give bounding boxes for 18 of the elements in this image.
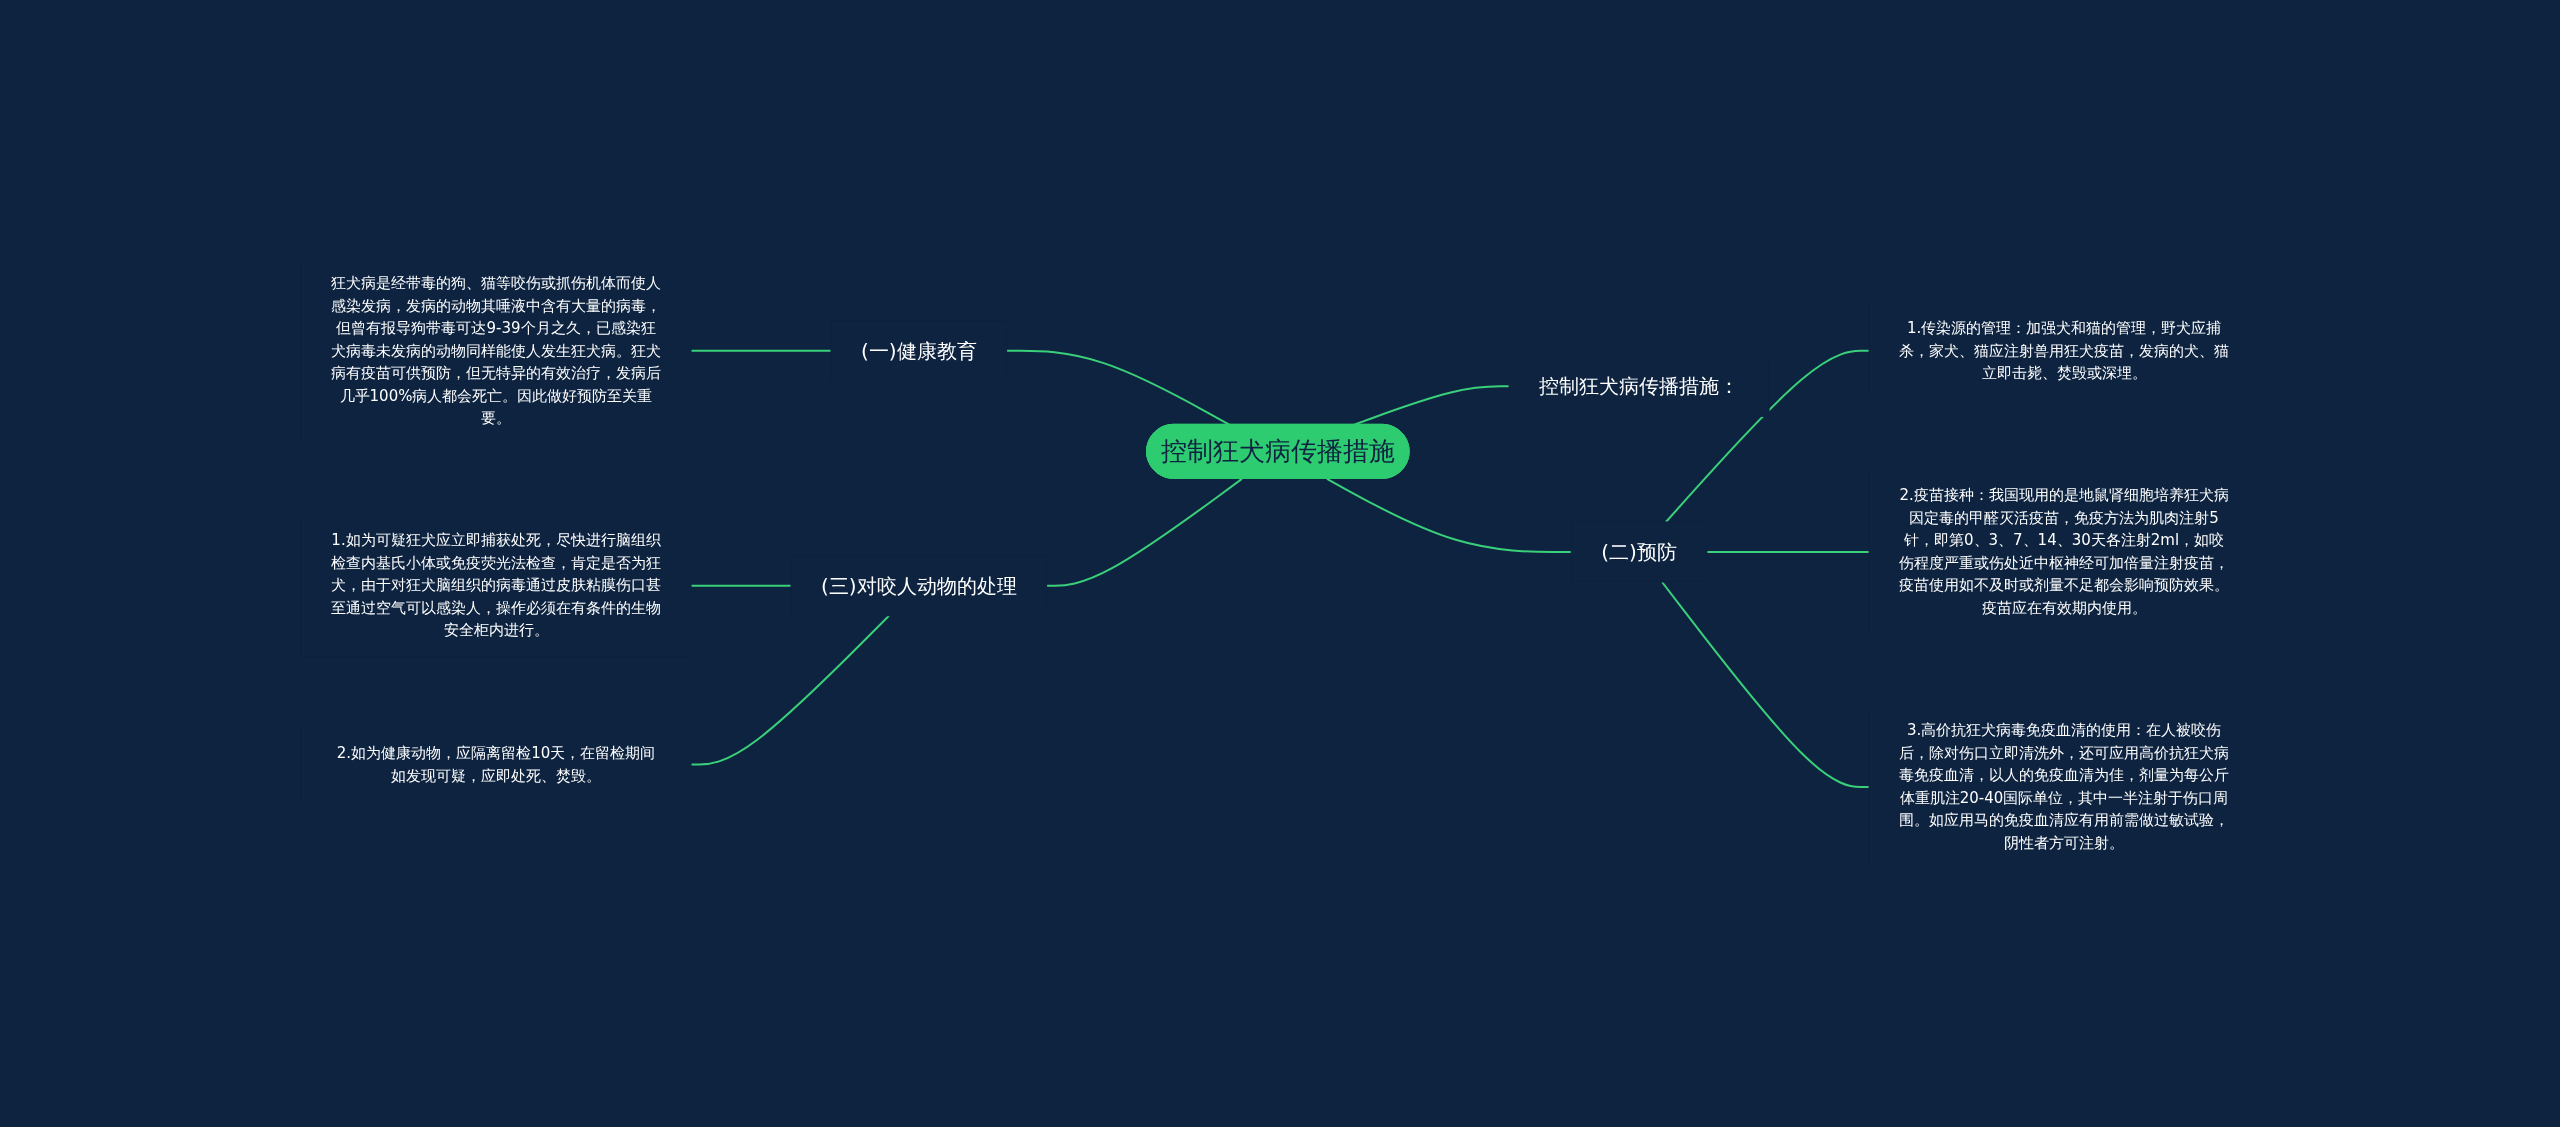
node-text: 2.疫苗接种：我国现用的是地鼠肾细胞培养狂犬病因定毒的甲醛灭活疫苗，免疫方法为肌肉注射5针，即第0、3、7、14、30天各注射2ml，如咬伤程度严重或伤处近中枢神经可加倍量注射疫苗，疫苗使用如不及时或剂量不足都会影响预防效果。疫苗应在有效期内使用。 (1899, 486, 2230, 618)
node-text: (一)健康教育 (860, 339, 977, 363)
connector (689, 615, 890, 766)
connector (1325, 478, 1573, 554)
node-text: (二)预防 (1601, 540, 1677, 565)
node-text: 2.如为健康动物，应隔离留检10天，在留检期间如发现可疑，应即处死、焚毁。 (336, 744, 656, 785)
connector (689, 350, 832, 352)
node-text: 控制狂犬病传播措施： (1539, 374, 1740, 399)
node-text: 3.高价抗狂犬病毒免疫血清的使用：在人被咬伤后，除对伤口立即清洗外，还可应用高价抗狂犬病毒免疫血清，以人的免疫血清为佳，剂量为每公斤体重肌注20-40国际单位，其中一半注射于伤口周围。如应用马的免疫血清应有用前需做过敏试验，阴性者方可注射。 (1899, 721, 2230, 853)
connector (1705, 551, 1870, 554)
connector (1045, 478, 1243, 587)
node-text: (三)对咬人动物的处理 (820, 573, 1017, 598)
node-text: 狂犬病是经带毒的狗、猫等咬伤或抓伤机体而使人感染发病，发病的动物其唾液中含有大量的病毒，但曾有报导狗带毒可达9-39个月之久，已感染狂犬病毒未发病的动物同样能使人发生狂犬病。狂犬病有疫苗可供预防，但无特异的有效治疗，发病后几乎100%病人都会死亡。因此做好预防至关重要。 (330, 274, 661, 428)
connector (1661, 581, 1870, 789)
node-text: 1.传染源的管理：加强犬和猫的管理，野犬应捕杀，家犬、猫应注射兽用狂犬疫苗，发病的犬、猫立即击毙、焚毁或深埋。 (1899, 319, 2230, 383)
connector (689, 585, 792, 587)
connector (1664, 350, 1870, 524)
node-text: 1.如为可疑狂犬应立即捕获处死，尽快进行脑组织检查内基氏小体或免疫荧光法检查，肯定是否为狂犬，由于对狂犬脑组织的病毒通过皮肤粘膜伤口甚至通过空气可以感染人，操作必须在有条件的生物安全柜内进行。 (330, 531, 661, 640)
